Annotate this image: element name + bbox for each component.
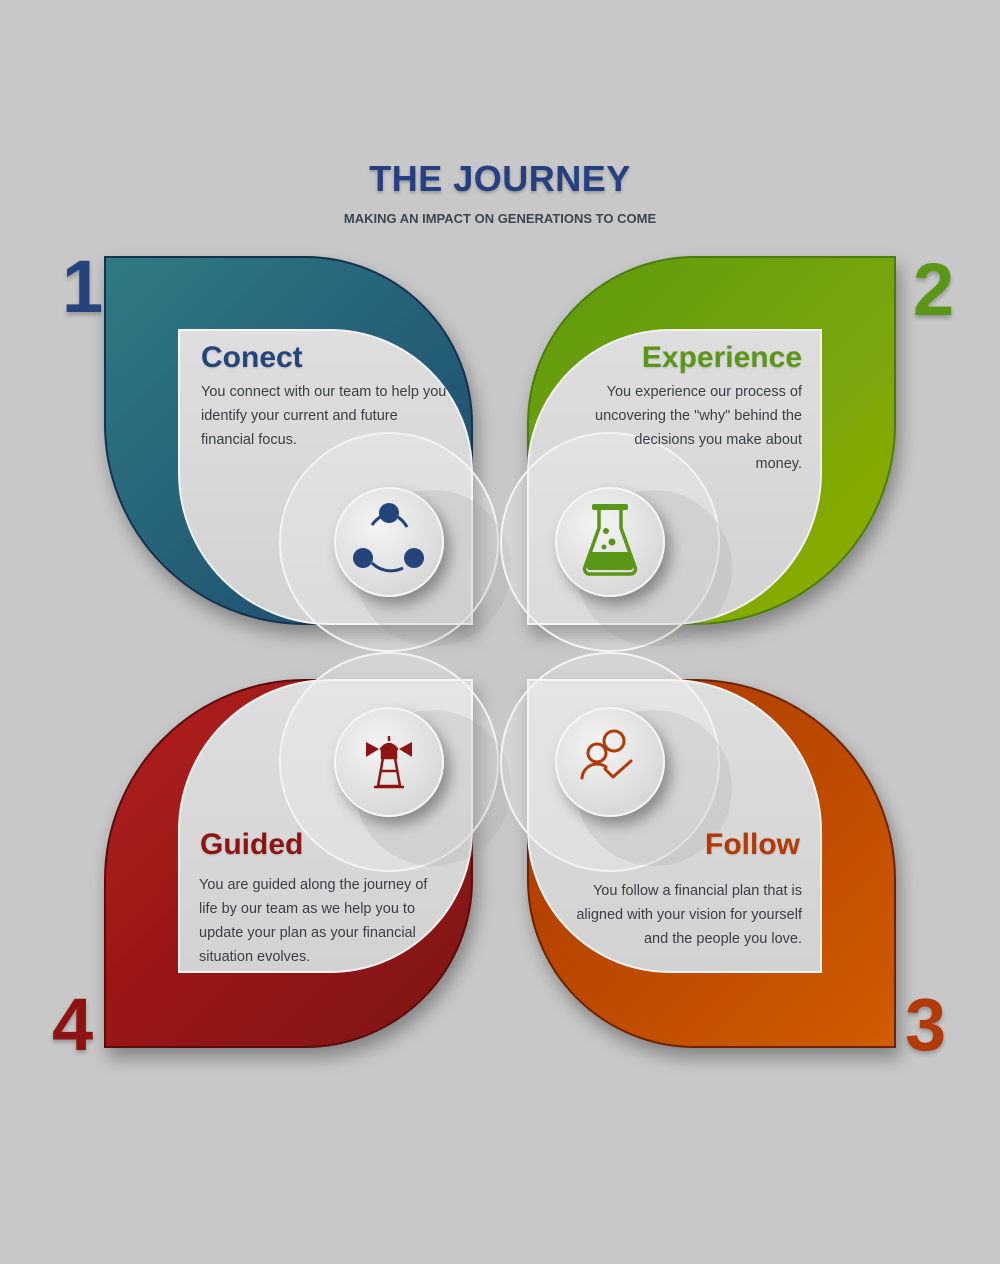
step-title-experience: Experience — [641, 341, 802, 374]
flask-icon — [582, 504, 638, 576]
user-check-icon — [580, 729, 633, 780]
network-cycle-icon — [353, 503, 424, 573]
step-text-guided: You are guided along the journey of life… — [199, 877, 428, 965]
icon-disc-guided — [334, 707, 444, 817]
step-title-guided: Guided — [200, 828, 304, 861]
step-text-follow: You follow a financial plan that is alig… — [576, 883, 802, 947]
icon-disc-follow — [555, 707, 665, 817]
icon-disc-connect — [334, 487, 444, 597]
step-title-follow: Follow — [705, 828, 800, 861]
step-number-1: 1 — [62, 245, 104, 328]
step-title-connect: Conect — [201, 341, 303, 374]
lighthouse-icon — [366, 736, 412, 789]
page-title: THE JOURNEY — [369, 158, 631, 199]
step-number-2: 2 — [913, 248, 955, 331]
page-subtitle: MAKING AN IMPACT ON GENERATIONS TO COME — [343, 211, 657, 226]
step-number-4: 4 — [52, 983, 94, 1066]
step-text-connect: You connect with our team to help you id… — [201, 384, 447, 448]
step-text-experience: You experience our process of uncovering… — [595, 384, 802, 472]
step-number-3: 3 — [905, 983, 947, 1066]
